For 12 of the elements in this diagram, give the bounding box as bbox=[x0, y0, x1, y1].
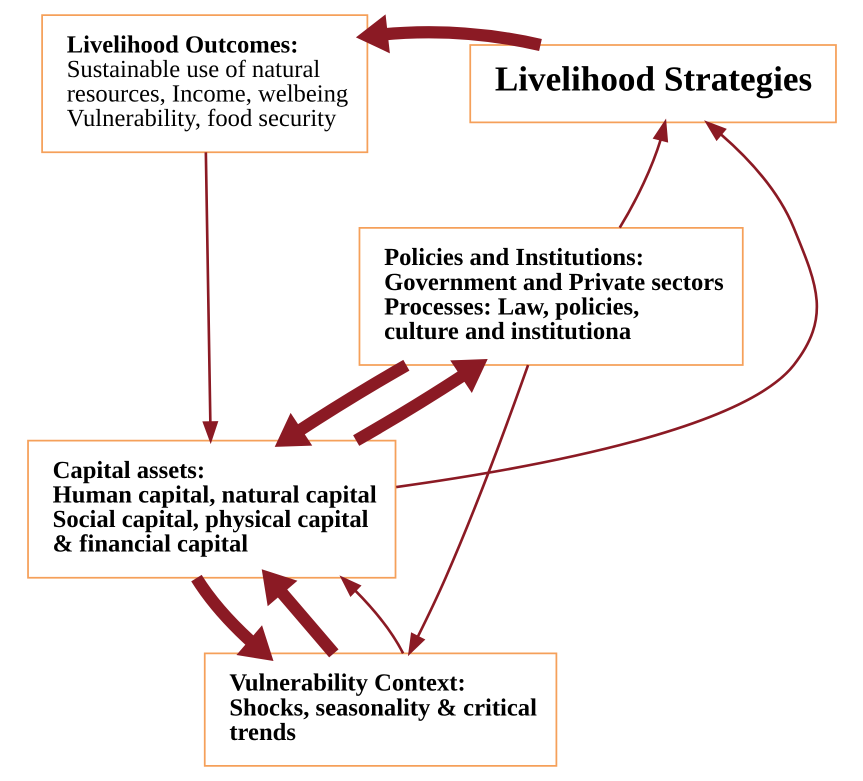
arrow bbox=[261, 569, 338, 658]
node-box: Capital assets: Human capital, natural capital Social capital, physical capital & financial capital bbox=[26, 440, 396, 579]
arrow bbox=[202, 152, 218, 444]
arrow bbox=[618, 118, 668, 228]
arrow bbox=[396, 120, 818, 488]
node-box: Vulnerability Context: Shocks, seasonality & critical trends bbox=[203, 652, 557, 767]
arrow bbox=[407, 364, 529, 656]
node-box: Livelihood Outcomes: Sustainable use of natural resources, Income, welbeing Vulnerability, food security bbox=[40, 14, 368, 154]
arrow bbox=[355, 14, 542, 54]
node-box: Policies and Institutions: Government and Private sectors Processes: Law, policies, culture and institutiona bbox=[358, 226, 744, 366]
node-box: Livelihood Strategies bbox=[468, 44, 836, 124]
arrow bbox=[190, 574, 273, 662]
